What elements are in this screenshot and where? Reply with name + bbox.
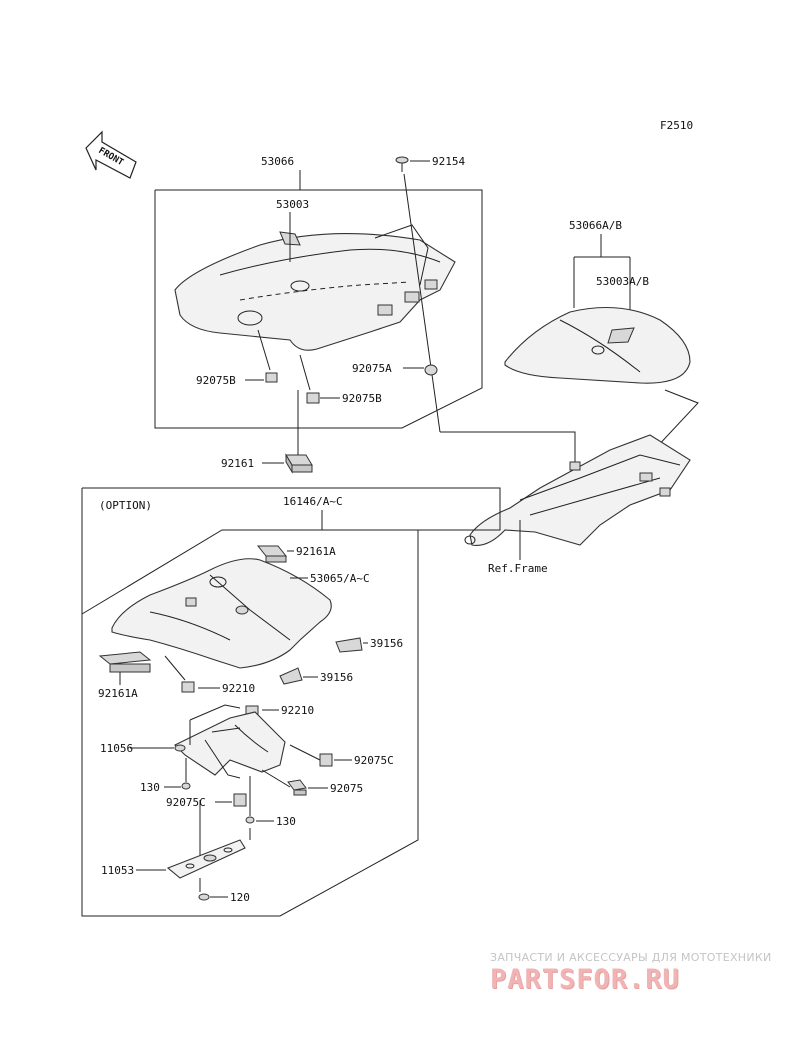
- damper-92075b-left-icon: [265, 372, 278, 383]
- pad-92075-icon: [287, 779, 307, 796]
- label-92075a: 92075A: [352, 362, 392, 375]
- plate-11053-drawing: [166, 839, 246, 879]
- label-92210-a: 92210: [222, 682, 255, 695]
- label-53003ab: 53003A/B: [596, 275, 649, 288]
- label-11056: 11056: [100, 742, 133, 755]
- label-39156-a: 39156: [370, 637, 403, 650]
- nut-92210-a-icon: [181, 681, 195, 693]
- seat-group-outline: [154, 189, 483, 429]
- bolt-130-a-icon: [181, 758, 191, 790]
- label-92154: 92154: [432, 155, 465, 168]
- figure-code: F2510: [660, 119, 693, 132]
- bracket-11056-drawing: [174, 711, 286, 779]
- option-label: (OPTION): [99, 499, 152, 512]
- front-arrow-icon: FRONT: [85, 130, 137, 179]
- label-92075c-left: 92075C: [166, 796, 206, 809]
- rear-cowl-drawing: [504, 306, 691, 384]
- label-53003: 53003: [276, 198, 309, 211]
- watermark-logo: PARTSFOR.RU: [490, 964, 680, 995]
- bolt-92154-icon: [395, 156, 409, 172]
- label-16146: 16146/A~C: [283, 495, 343, 508]
- label-92075b-left: 92075B: [196, 374, 236, 387]
- pad-92161-icon: [285, 453, 313, 474]
- label-53066: 53066: [261, 155, 294, 168]
- damper-92075c-right-icon: [319, 753, 333, 767]
- grommet-92075a-icon: [424, 364, 438, 376]
- cushion-39156-b-icon: [279, 667, 303, 685]
- label-130-b: 130: [276, 815, 296, 828]
- label-92161a-left: 92161A: [98, 687, 138, 700]
- label-92075c-right: 92075C: [354, 754, 394, 767]
- option-group-outline: [81, 487, 501, 917]
- bolt-120-icon: [198, 893, 210, 901]
- label-92161: 92161: [221, 457, 254, 470]
- label-92075b-right: 92075B: [342, 392, 382, 405]
- label-39156-b: 39156: [320, 671, 353, 684]
- label-92075: 92075: [330, 782, 363, 795]
- rear-frame-drawing: [464, 434, 691, 546]
- damper-92075c-left-icon: [233, 793, 247, 807]
- label-11053: 11053: [101, 864, 134, 877]
- label-120: 120: [230, 891, 250, 904]
- label-53066ab: 53066A/B: [569, 219, 622, 232]
- label-92161a-top: 92161A: [296, 545, 336, 558]
- label-92210-b: 92210: [281, 704, 314, 717]
- pad-92161a-left-icon: [98, 651, 152, 673]
- label-130-a: 130: [140, 781, 160, 794]
- pad-92161a-top-icon: [256, 545, 288, 563]
- seat-cowl-53065-drawing: [111, 558, 332, 669]
- label-53065: 53065/A~C: [310, 572, 370, 585]
- label-ref-frame: Ref.Frame: [488, 562, 548, 575]
- bolt-130-b-icon: [245, 776, 255, 824]
- cushion-39156-a-icon: [335, 637, 363, 653]
- main-seat-drawing: [174, 231, 456, 351]
- watermark-tagline: ЗАПЧАСТИ И АКСЕССУАРЫ ДЛЯ МОТОТЕХНИКИ: [490, 951, 772, 964]
- damper-92075b-right-icon: [306, 392, 320, 404]
